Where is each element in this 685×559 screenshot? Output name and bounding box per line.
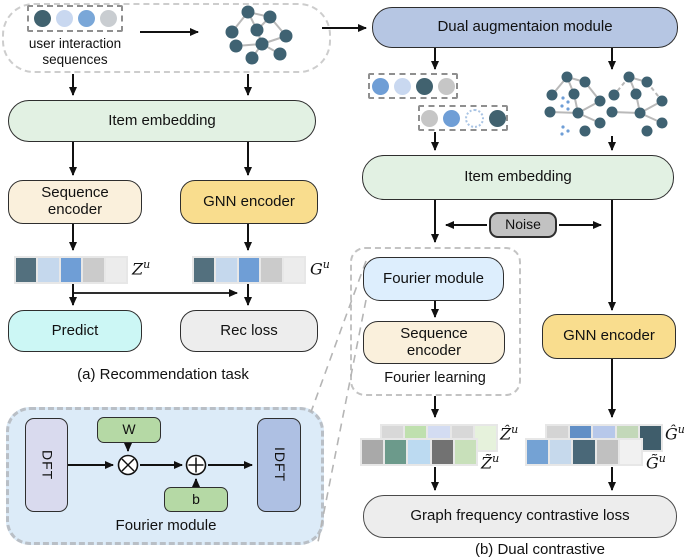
item-dot (442, 109, 460, 127)
fourier-module-caption: Fourier module (115, 517, 217, 534)
input-dashed-container (2, 3, 331, 73)
item-dot (99, 10, 117, 27)
g-embedding-bar (192, 256, 306, 284)
g-embedding-label: Gu (310, 258, 330, 279)
predict-box: Predict (8, 310, 142, 352)
item-dot (55, 10, 73, 27)
user-sequences-label: user interaction sequences (28, 36, 122, 67)
rec-loss-box: Rec loss (180, 310, 318, 352)
z-embedding-label: Zu (132, 258, 151, 279)
z-hat-label: Ẑu (500, 423, 519, 444)
idft-box: IDFT (257, 418, 301, 512)
augmented-sequence-2 (418, 105, 508, 131)
item-dot (77, 10, 95, 27)
item-embedding-box-b: Item embedding (362, 155, 674, 200)
weight-w-box: W (97, 417, 161, 443)
item-embedding-box-a: Item embedding (8, 100, 316, 142)
panel-b-caption: (b) Dual contrastive (474, 541, 606, 558)
item-dot (488, 109, 506, 127)
panel-a-caption: (a) Recommendation task (77, 366, 249, 383)
g-tilde-label: G̃u (646, 452, 666, 473)
interaction-graph-icon (225, 5, 293, 65)
fourier-learning-caption: Fourier learning (384, 370, 486, 386)
item-dot (371, 77, 389, 95)
g-tilde-embedding-bar (525, 438, 643, 466)
zoom-projection-line-top (310, 260, 367, 413)
item-dot (415, 77, 433, 95)
fourier-learning-dashed-container (350, 247, 521, 396)
item-dot (437, 77, 455, 95)
item-dot (420, 109, 438, 127)
augmented-graph-1-icon (544, 71, 606, 137)
z-tilde-label: Z̃u (481, 452, 500, 473)
gnn-encoder-box-a: GNN encoder (180, 180, 318, 224)
noise-box: Noise (489, 212, 557, 238)
fourier-module-box-b: Fourier module (363, 257, 504, 301)
z-tilde-embedding-bar (360, 438, 478, 466)
z-embedding-bar (14, 256, 128, 284)
zoom-projection-line-bottom (317, 299, 367, 543)
gnn-encoder-box-b: GNN encoder (542, 314, 676, 359)
augmented-sequence-1 (368, 73, 458, 99)
graph-frequency-contrastive-loss-box: Graph frequency contrastive loss (363, 495, 677, 538)
item-dot (33, 10, 51, 27)
g-hat-label: Ĝu (665, 423, 685, 444)
user-sequence-dots (27, 5, 123, 32)
item-dot (393, 77, 411, 95)
multiply-op-icon (117, 454, 139, 476)
bias-b-box: b (164, 487, 228, 512)
dft-box: DFT (25, 418, 68, 512)
masked-item-dot (464, 108, 484, 128)
add-op-icon (185, 454, 207, 476)
dropped-node-dots (560, 96, 570, 136)
augmented-graph-2-icon (606, 71, 668, 137)
dual-augmentation-module-box: Dual augmentaion module (372, 7, 678, 48)
